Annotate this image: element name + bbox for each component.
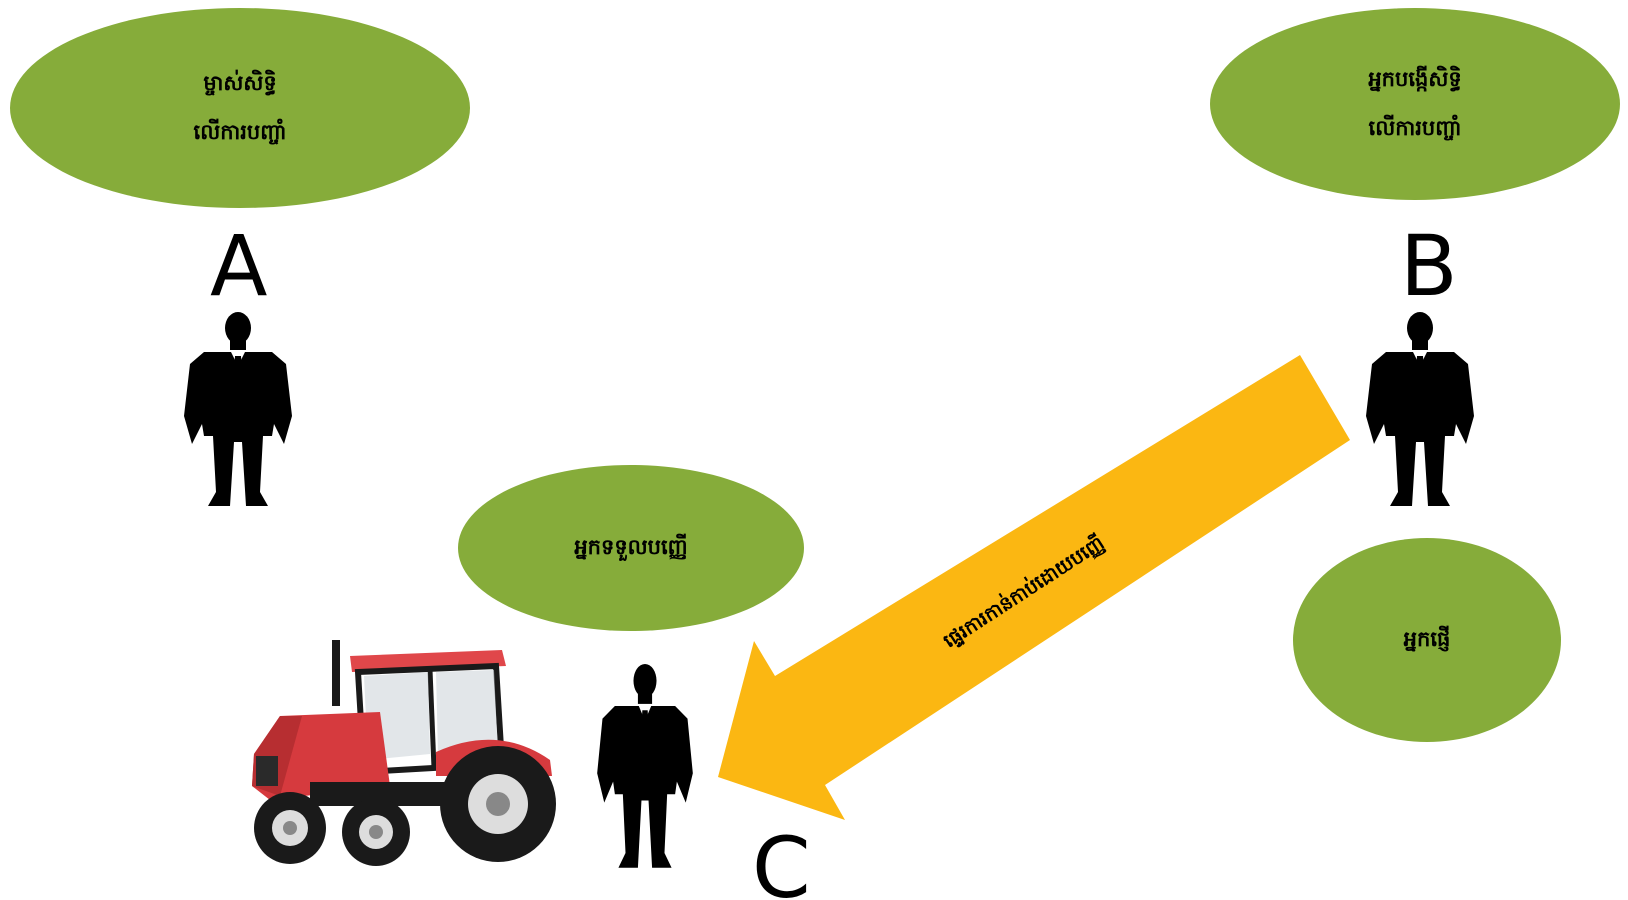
businessman-silhouette-icon xyxy=(1366,312,1474,506)
party-c-letter: C xyxy=(752,819,811,900)
party-a-role-line2: លើការបញ្ចាំ xyxy=(193,120,287,144)
party-b-role-line2: លើការបញ្ចាំ xyxy=(1368,116,1462,140)
party-c-role: អ្នកទទួលបញ្ញើ xyxy=(574,535,688,560)
party-b-secondary-role: អ្នកផ្ញើ xyxy=(1403,627,1451,652)
tractor-icon xyxy=(252,640,556,866)
party-b-secondary-role-bubble: អ្នកផ្ញើ xyxy=(1293,538,1561,742)
party-b-letter: B xyxy=(1400,217,1458,315)
party-a-role-bubble: ម្ចាស់សិទ្ធិ លើការបញ្ចាំ xyxy=(10,8,470,208)
party-a-letter: A xyxy=(210,217,268,315)
party-b-role-bubble: អ្នកបង្កើសិទ្ធិ លើការបញ្ចាំ xyxy=(1210,8,1620,200)
party-b-role-line1: អ្នកបង្កើសិទ្ធិ xyxy=(1368,66,1462,91)
businessman-silhouette-icon xyxy=(597,664,693,868)
businessman-silhouette-icon xyxy=(184,312,292,506)
party-a-role-line1: ម្ចាស់សិទ្ធិ xyxy=(203,70,277,95)
party-c-role-bubble: អ្នកទទួលបញ្ញើ xyxy=(458,465,804,631)
